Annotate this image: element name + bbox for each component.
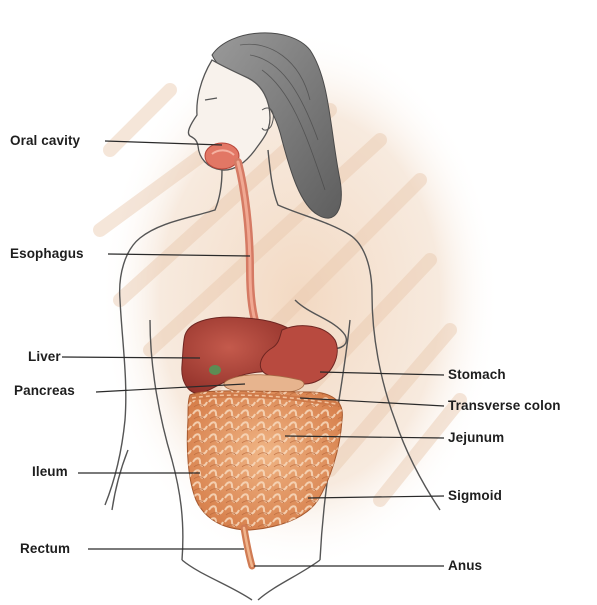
label-jejunum: Jejunum — [448, 430, 504, 446]
label-pancreas: Pancreas — [14, 383, 75, 399]
label-transverse-colon: Transverse colon — [448, 398, 561, 414]
label-esophagus: Esophagus — [10, 246, 84, 262]
label-ileum: Ileum — [32, 464, 68, 480]
label-rectum: Rectum — [20, 541, 70, 557]
label-anus: Anus — [448, 558, 482, 574]
label-oral-cavity: Oral cavity — [10, 133, 80, 149]
label-sigmoid: Sigmoid — [448, 488, 502, 504]
label-stomach: Stomach — [448, 367, 506, 383]
oral-cavity-organ — [205, 143, 239, 169]
label-liver: Liver — [28, 349, 61, 365]
